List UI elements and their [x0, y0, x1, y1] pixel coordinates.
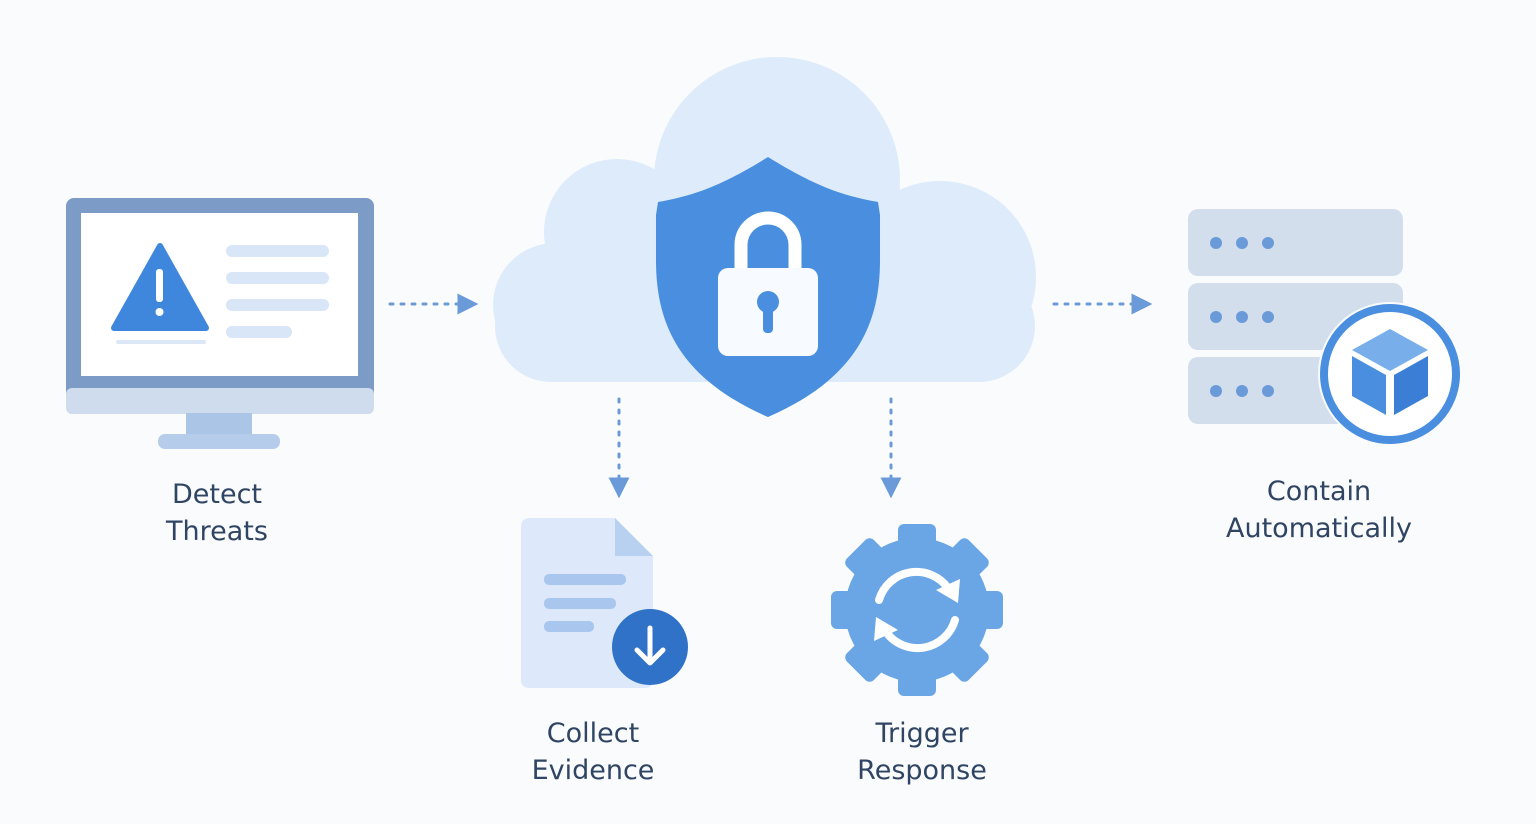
label-trigger-response: Trigger Response: [762, 715, 1082, 789]
detect-line2: Threats: [166, 516, 268, 547]
document-download-icon: [521, 518, 688, 688]
sync-icon: [875, 567, 952, 604]
trigger-line2: Response: [857, 755, 987, 786]
shield-lock-icon: [656, 157, 880, 417]
collect-line1: Collect: [546, 718, 640, 749]
detect-line1: Detect: [171, 479, 263, 510]
label-contain-automatically: Contain Automatically: [1159, 473, 1479, 547]
contain-line2: Automatically: [1226, 513, 1412, 544]
cube-icon: [1318, 302, 1462, 446]
contain-line1: Contain: [1266, 476, 1372, 507]
gear-sync-icon: [831, 524, 1003, 696]
collect-line2: Evidence: [531, 755, 655, 786]
trigger-line1: Trigger: [875, 718, 969, 749]
label-detect-threats: Detect Threats: [57, 476, 377, 550]
label-collect-evidence: Collect Evidence: [433, 715, 753, 789]
monitor-warning-icon: [66, 198, 374, 449]
